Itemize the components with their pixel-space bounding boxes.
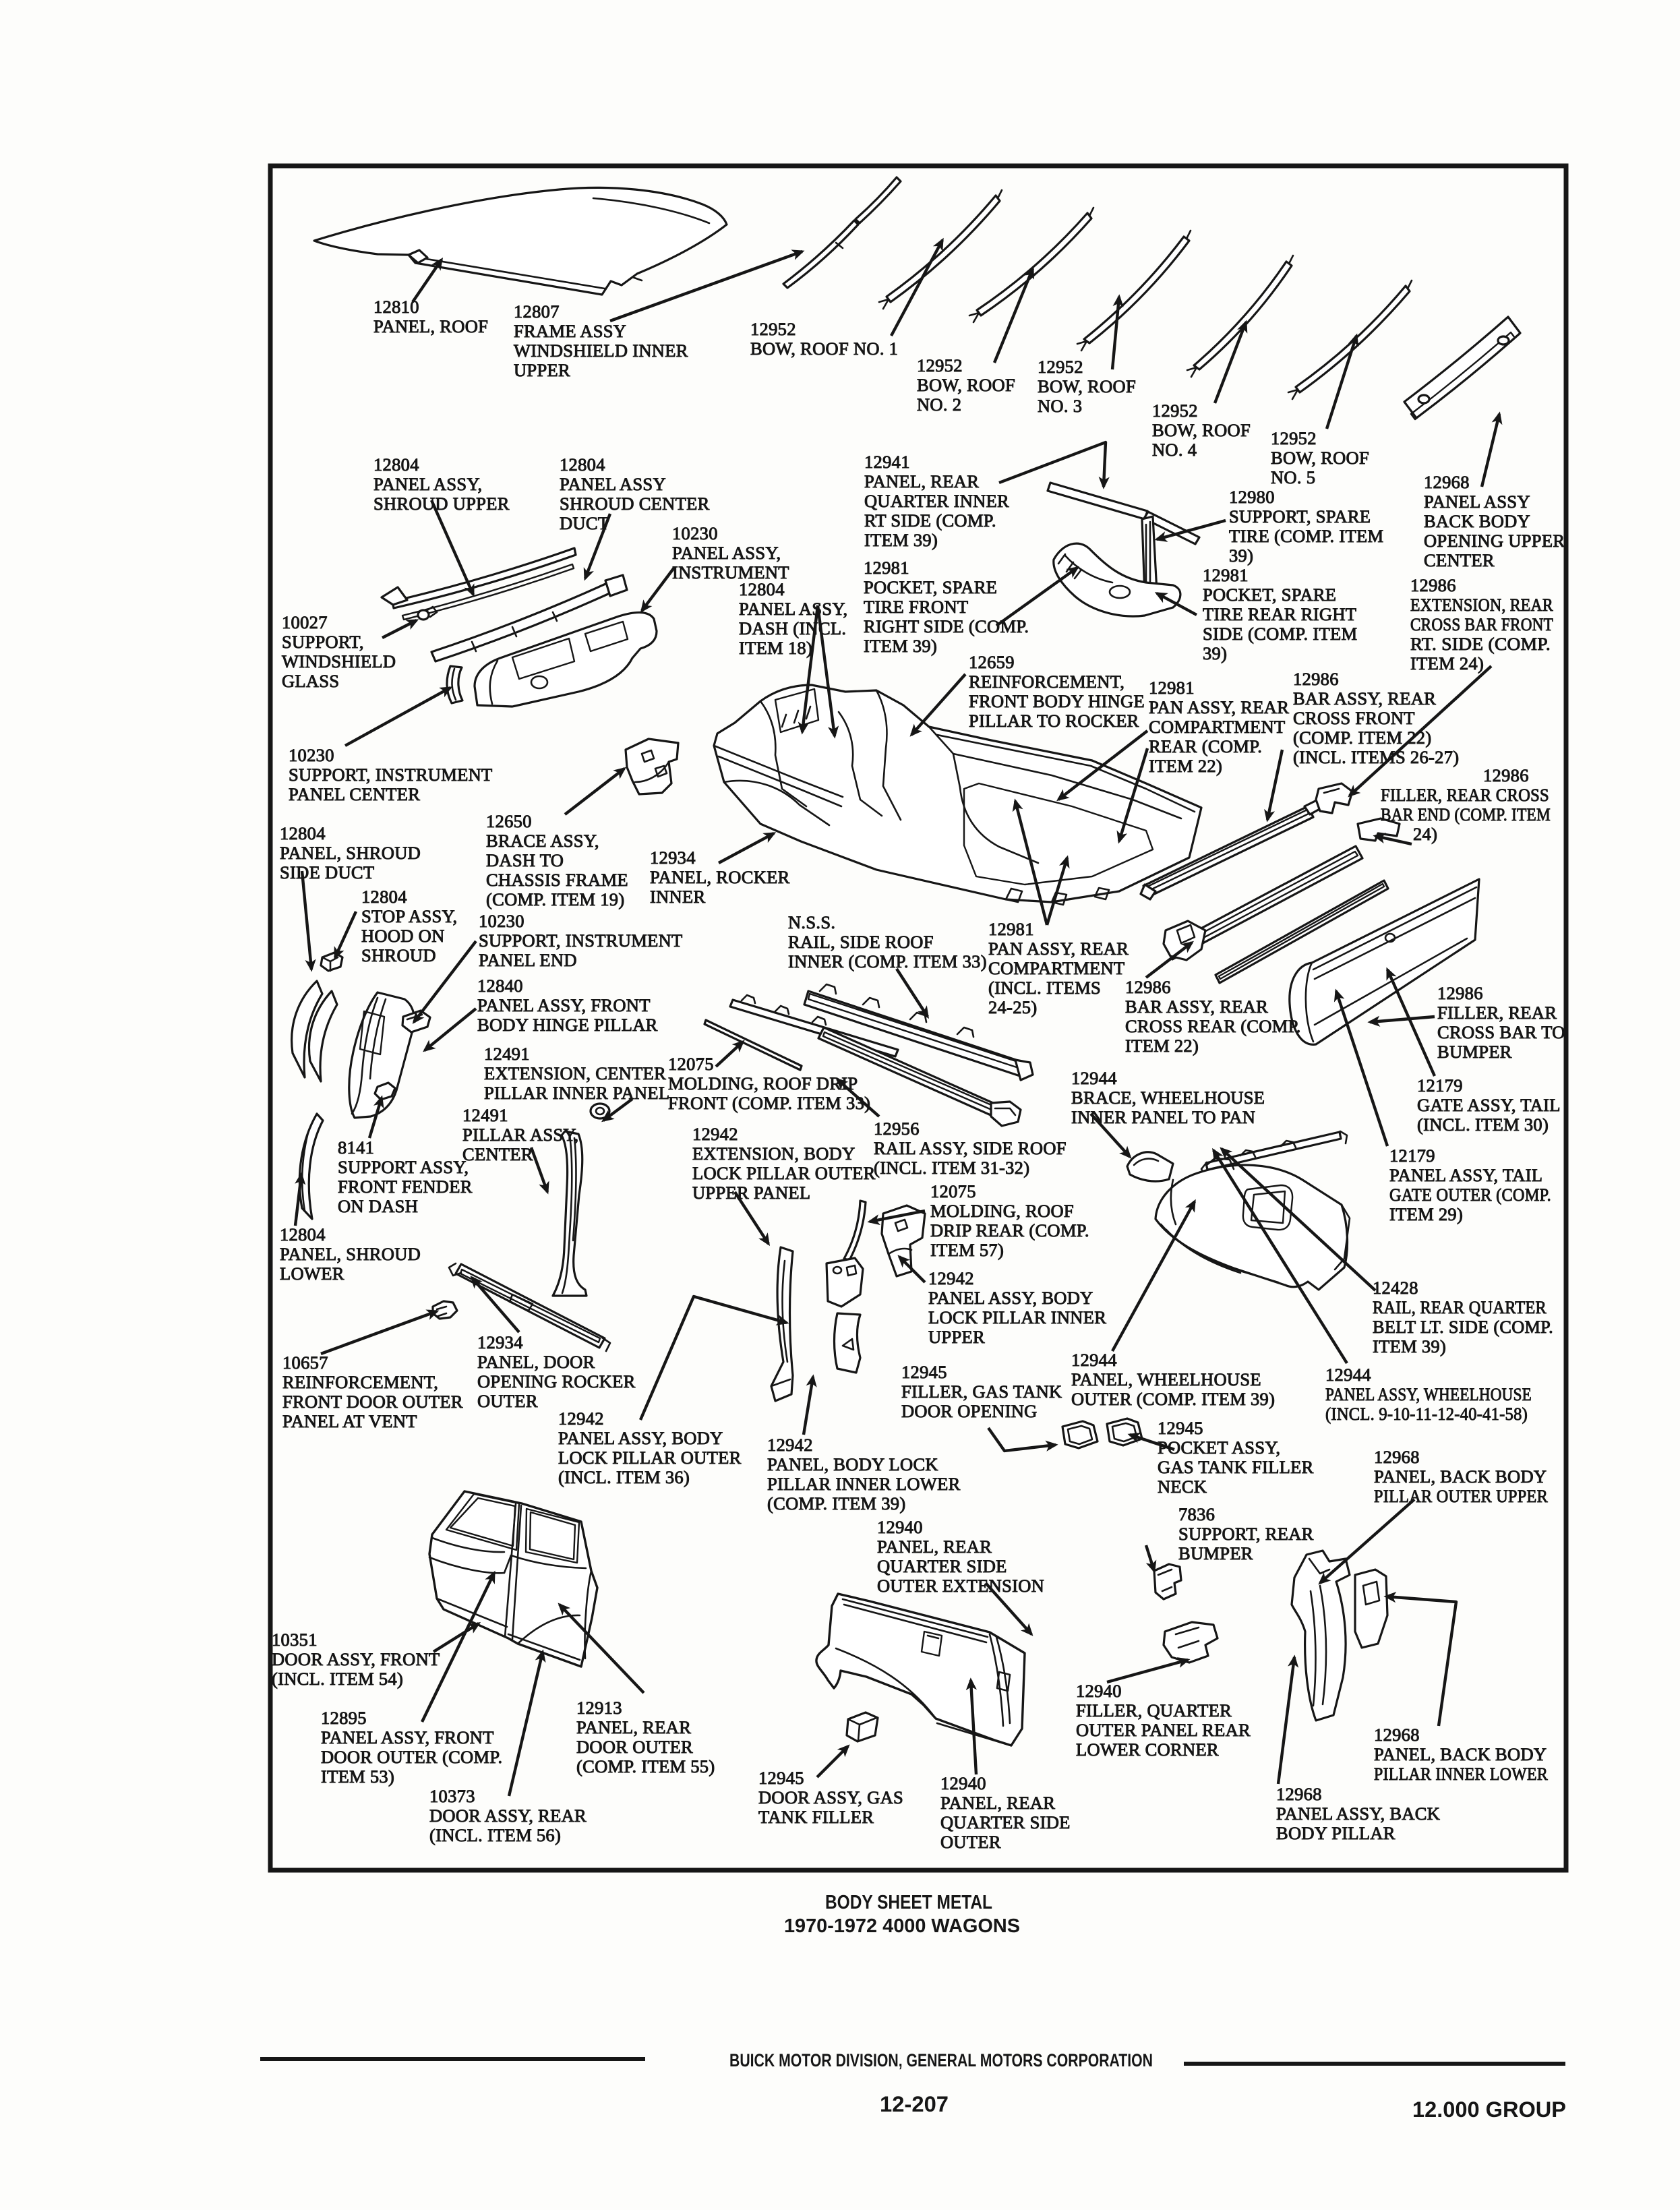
svg-text:12986: 12986 [1483,765,1529,785]
svg-text:24): 24) [1413,824,1437,844]
svg-text:BODY SHEET METAL: BODY SHEET METAL [825,1892,992,1913]
svg-text:1970-1972 4000 WAGONS: 1970-1972 4000 WAGONS [784,1915,1020,1937]
svg-text:BUICK MOTOR DIVISION, GENERAL: BUICK MOTOR DIVISION, GENERAL MOTORS COR… [729,2050,1153,2070]
svg-text:12.000 GROUP: 12.000 GROUP [1412,2097,1566,2122]
svg-text:12-207: 12-207 [880,2092,949,2116]
